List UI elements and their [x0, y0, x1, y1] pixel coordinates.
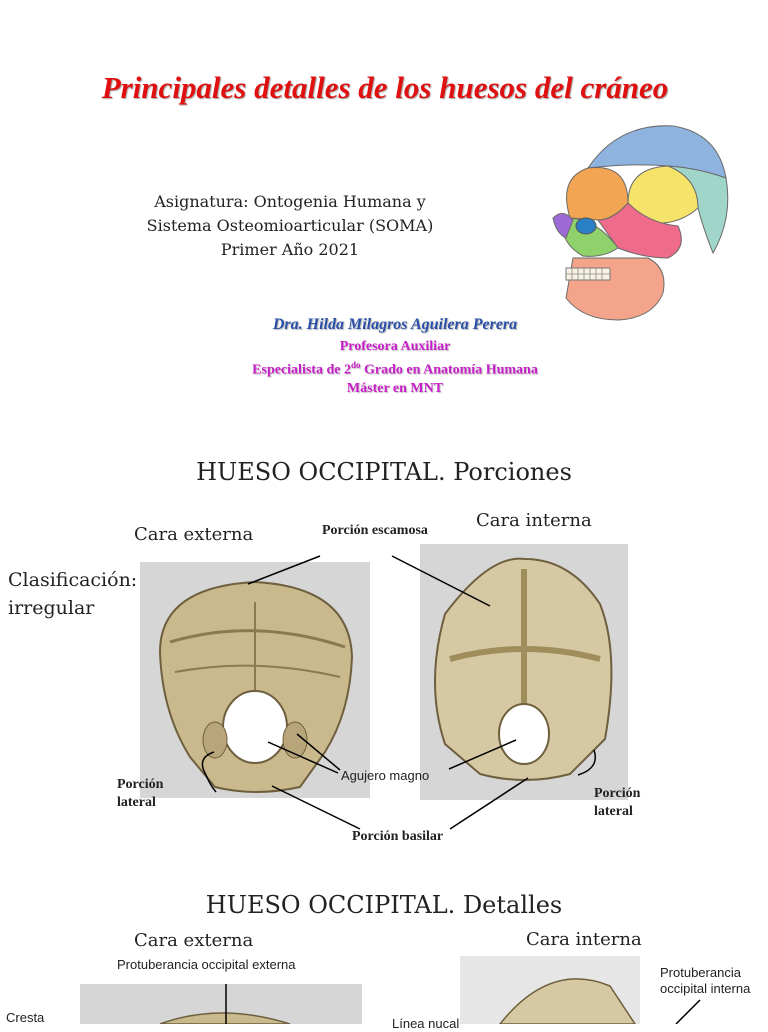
label-agujero-magno: Agujero magno: [341, 768, 430, 783]
label-porcion-basilar: Porción basilar: [352, 829, 444, 844]
skull-illustration: [548, 108, 738, 328]
label-protuberancia-interna: Protuberancia occipital interna: [660, 965, 751, 996]
label-cara-interna-detalles: Cara interna: [526, 929, 642, 950]
classification-label: Clasificación: irregular: [8, 569, 138, 619]
credential-line: Profesora Auxiliar: [339, 339, 451, 354]
credential-line: Especialista de 2do Grado en Anatomía Hu…: [252, 360, 538, 378]
label-protuberancia-externa: Protuberancia occipital externa: [117, 957, 296, 972]
slide-title: Principales detalles de los huesos del c…: [101, 70, 669, 105]
occipital-internal-detail-photo: [460, 956, 640, 1024]
subject-line: Primer Año 2021: [220, 240, 360, 259]
label-porcion-escamosa: Porción escamosa: [322, 523, 428, 538]
subject-line: Asignatura: Ontogenia Humana y: [154, 192, 426, 211]
occipital-internal-photo: [420, 544, 628, 800]
label-cresta: Cresta: [6, 1010, 45, 1025]
credential-line: Máster en MNT: [346, 380, 444, 396]
author-credentials: Profesora Auxiliar Especialista de 2do G…: [180, 338, 610, 398]
author-name: Dra. Hilda Milagros Aguilera Perera: [272, 316, 518, 333]
label-porcion-lateral-left: Porción lateral: [117, 777, 164, 810]
label-cara-externa-detalles: Cara externa: [134, 930, 254, 951]
subject-block: Asignatura: Ontogenia Humana y Sistema O…: [130, 190, 450, 262]
occipital-external-detail-photo: [80, 984, 362, 1024]
subject-line: Sistema Osteomioarticular (SOMA): [146, 216, 434, 235]
label-cara-externa: Cara externa: [134, 524, 254, 545]
slide-heading-porciones: HUESO OCCIPITAL. Porciones: [196, 458, 572, 486]
label-cara-interna: Cara interna: [476, 510, 592, 531]
slide-heading-detalles: HUESO OCCIPITAL. Detalles: [205, 891, 563, 919]
label-porcion-lateral-right: Porción lateral: [594, 786, 641, 819]
